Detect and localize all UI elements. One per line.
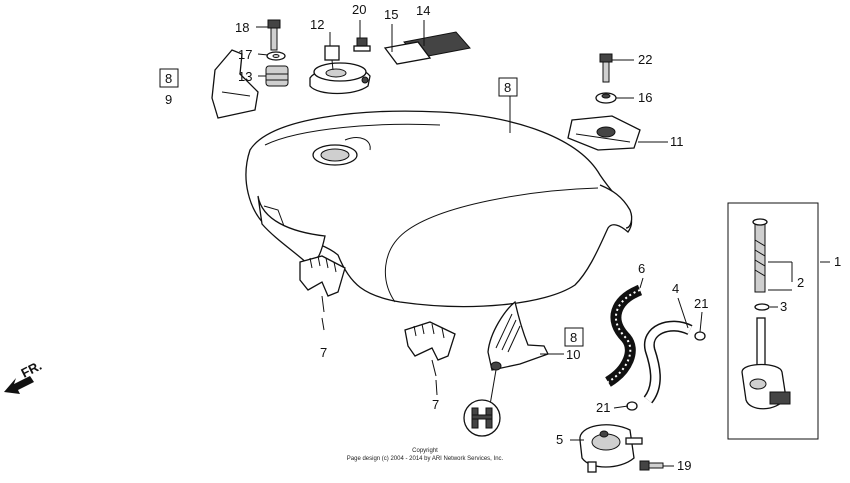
label-part-21-upper: 21 — [694, 296, 708, 311]
label-part-10: 10 — [566, 347, 580, 362]
fuel-cap[interactable] — [309, 45, 371, 95]
label-part-8-tank: 8 — [504, 80, 511, 95]
label-part-14: 14 — [416, 3, 430, 18]
label-part-9: 9 — [165, 92, 172, 107]
fuel-valve-assembly-box — [727, 202, 819, 440]
ref-box-tank — [498, 77, 518, 97]
label-part-20: 20 — [352, 2, 366, 17]
label-part-7-right: 7 — [432, 397, 439, 412]
label-part-1: 1 — [834, 254, 841, 269]
fuel-strainer[interactable] — [752, 218, 768, 293]
fuel-hose-6[interactable] — [604, 284, 643, 387]
o-ring[interactable] — [754, 303, 770, 311]
label-part-18: 18 — [235, 20, 249, 35]
label-part-12: 12 — [310, 17, 324, 32]
bolt-22[interactable] — [599, 53, 613, 83]
copyright-line-1: Copyright — [412, 448, 438, 454]
label-part-21-lower: 21 — [596, 400, 610, 415]
label-part-6: 6 — [638, 261, 645, 276]
label-part-8-emblem: 8 — [570, 330, 577, 345]
label-part-19: 19 — [677, 458, 691, 473]
rear-rubber-11[interactable] — [567, 115, 641, 151]
bolt-18[interactable] — [267, 19, 281, 51]
ref-box-left — [159, 68, 179, 88]
fuel-cock[interactable] — [741, 317, 791, 410]
label-part-3: 3 — [780, 299, 787, 314]
label-part-2: 2 — [797, 275, 804, 290]
fuel-tank[interactable] — [245, 110, 633, 308]
key[interactable] — [353, 37, 371, 52]
label-part-8-left: 8 — [165, 71, 172, 86]
label-part-15: 15 — [384, 7, 398, 22]
label-part-5: 5 — [556, 432, 563, 447]
fuel-pump[interactable] — [579, 424, 643, 473]
hose-clip-lower[interactable] — [626, 401, 638, 411]
label-part-11: 11 — [670, 134, 684, 149]
decal-labels[interactable] — [383, 31, 471, 65]
tank-emblem[interactable] — [487, 300, 549, 406]
leader-lines — [256, 20, 830, 467]
detail-a[interactable] — [463, 399, 501, 437]
bolt-19[interactable] — [639, 460, 664, 471]
label-part-7-left: 7 — [320, 345, 327, 360]
bracket[interactable] — [211, 49, 259, 119]
mount-rubber-right[interactable] — [404, 321, 456, 377]
label-part-22: 22 — [638, 52, 652, 67]
collar-16[interactable] — [595, 92, 617, 104]
ref-box-emblem — [564, 327, 584, 347]
label-part-17: 17 — [238, 47, 252, 62]
label-part-4: 4 — [672, 281, 679, 296]
hose-clip-upper[interactable] — [694, 331, 706, 341]
washer-17[interactable] — [266, 51, 286, 61]
rubber-cushion-13[interactable] — [265, 65, 289, 87]
fuel-hose-4[interactable] — [643, 320, 693, 404]
label-part-16: 16 — [638, 90, 652, 105]
front-direction-label: FR. — [19, 358, 44, 381]
mount-rubber-left[interactable] — [299, 255, 346, 313]
copyright-line-2: Page design (c) 2004 - 2014 by ARI Netwo… — [347, 456, 504, 462]
label-part-13: 13 — [238, 69, 252, 84]
front-direction-arrow — [4, 376, 34, 394]
